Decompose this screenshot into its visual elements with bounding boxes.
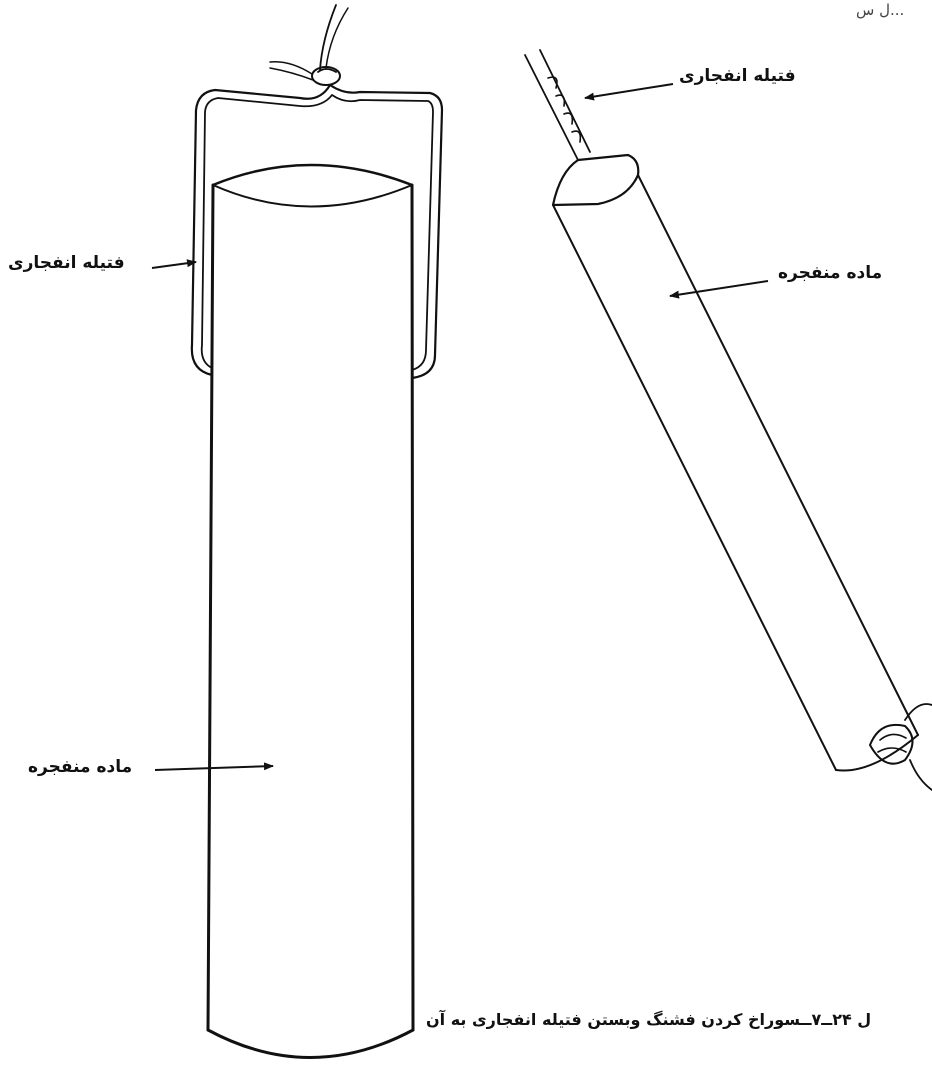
left-fuse-arrow <box>151 259 197 269</box>
left-fuse-wire <box>190 4 444 380</box>
right-fuse-label: فتیله انفجاری <box>679 66 796 86</box>
left-cartridge <box>206 163 415 1059</box>
top-fragment-text: ...ل س <box>856 1 905 19</box>
left-fuse-label: فتیله انفجاری <box>8 253 125 273</box>
left-explosive-arrow <box>154 762 274 771</box>
right-cartridge <box>524 49 932 791</box>
left-explosive-label: ماده منفجره <box>28 757 133 777</box>
figure-caption: ل ۲۴ــ۷ــسوراخ کردن فشنگ وبستن فتیله انف… <box>426 1010 872 1029</box>
right-fuse-arrow <box>584 83 674 101</box>
right-explosive-label: ماده منفجره <box>778 263 883 283</box>
right-explosive-arrow <box>669 280 769 299</box>
left-arrows <box>151 259 274 771</box>
right-arrows <box>584 83 769 299</box>
